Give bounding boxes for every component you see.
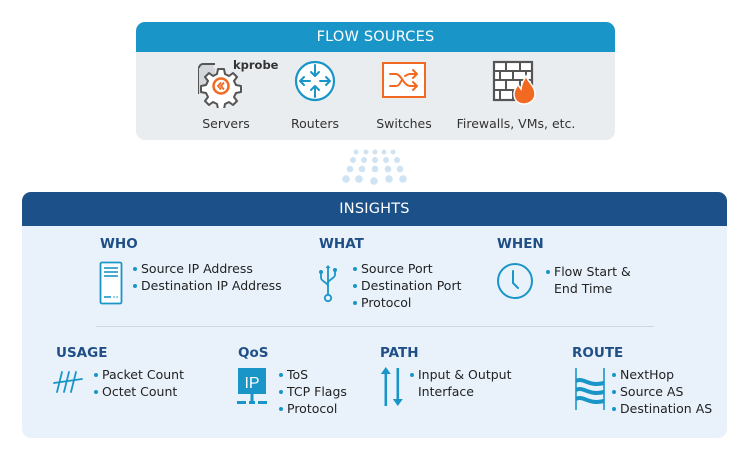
kprobe-label: kprobe [233,58,279,72]
list-item: End Time [554,281,613,296]
usage-list: Packet Count Octet Count [94,366,184,400]
section-title-route: ROUTE [572,345,624,361]
qos-list: ToS TCP Flags Protocol [279,366,347,417]
ip-icon: IP [237,368,267,404]
list-item: ToS [279,366,347,383]
section-title-usage: USAGE [56,345,108,361]
switch-icon [382,62,426,98]
section-title-when: WHEN [497,236,544,252]
server-gear-icon [198,63,242,108]
source-label-switches: Switches [376,116,432,131]
source-label-routers: Routers [291,116,339,131]
section-title-who: WHO [100,236,138,252]
insights-panel: INSIGHTS WHO Source IP Address Destinati… [22,192,727,438]
section-title-qos: QoS [238,345,269,361]
section-divider [96,326,654,327]
list-item: Source Port [353,260,461,277]
list-item: Protocol [353,294,461,311]
section-title-path: PATH [380,345,419,361]
list-item: Flow Start & [546,263,631,280]
firewall-icon [492,60,536,105]
usb-icon [319,265,337,303]
route-list: NextHop Source AS Destination AS [612,366,712,417]
route-waves-icon [575,368,605,410]
list-item: Octet Count [94,383,184,400]
up-down-arrows-icon [380,367,403,406]
flow-dots-connector [342,149,407,185]
list-item: Destination Port [353,277,461,294]
list-item: TCP Flags [279,383,347,400]
flow-sources-panel: FLOW SOURCES kprobe Servers Routers [136,22,615,140]
list-item: Input & Output [410,366,511,383]
what-list: Source Port Destination Port Protocol [353,260,461,311]
list-item: Source AS [612,383,712,400]
insights-header: INSIGHTS [22,192,727,226]
who-list: Source IP Address Destination IP Address [133,260,282,294]
section-title-what: WHAT [319,236,364,252]
list-item: Protocol [279,400,347,417]
list-item: Destination IP Address [133,277,282,294]
list-item: Packet Count [94,366,184,383]
ip-icon-text: IP [244,375,259,392]
list-item: Source IP Address [133,260,282,277]
tally-icon [53,371,83,393]
list-item: NextHop [612,366,712,383]
list-item: Interface [418,384,474,399]
server-icon [99,261,123,305]
flow-sources-header: FLOW SOURCES [136,22,615,52]
path-list: Input & Output Interface [410,366,511,400]
source-label-firewalls: Firewalls, VMs, etc. [456,116,576,131]
list-item: Destination AS [612,400,712,417]
when-list: Flow Start & End Time [546,263,631,297]
source-label-servers: Servers [202,116,250,131]
router-icon [294,60,336,102]
clock-icon [497,263,533,299]
